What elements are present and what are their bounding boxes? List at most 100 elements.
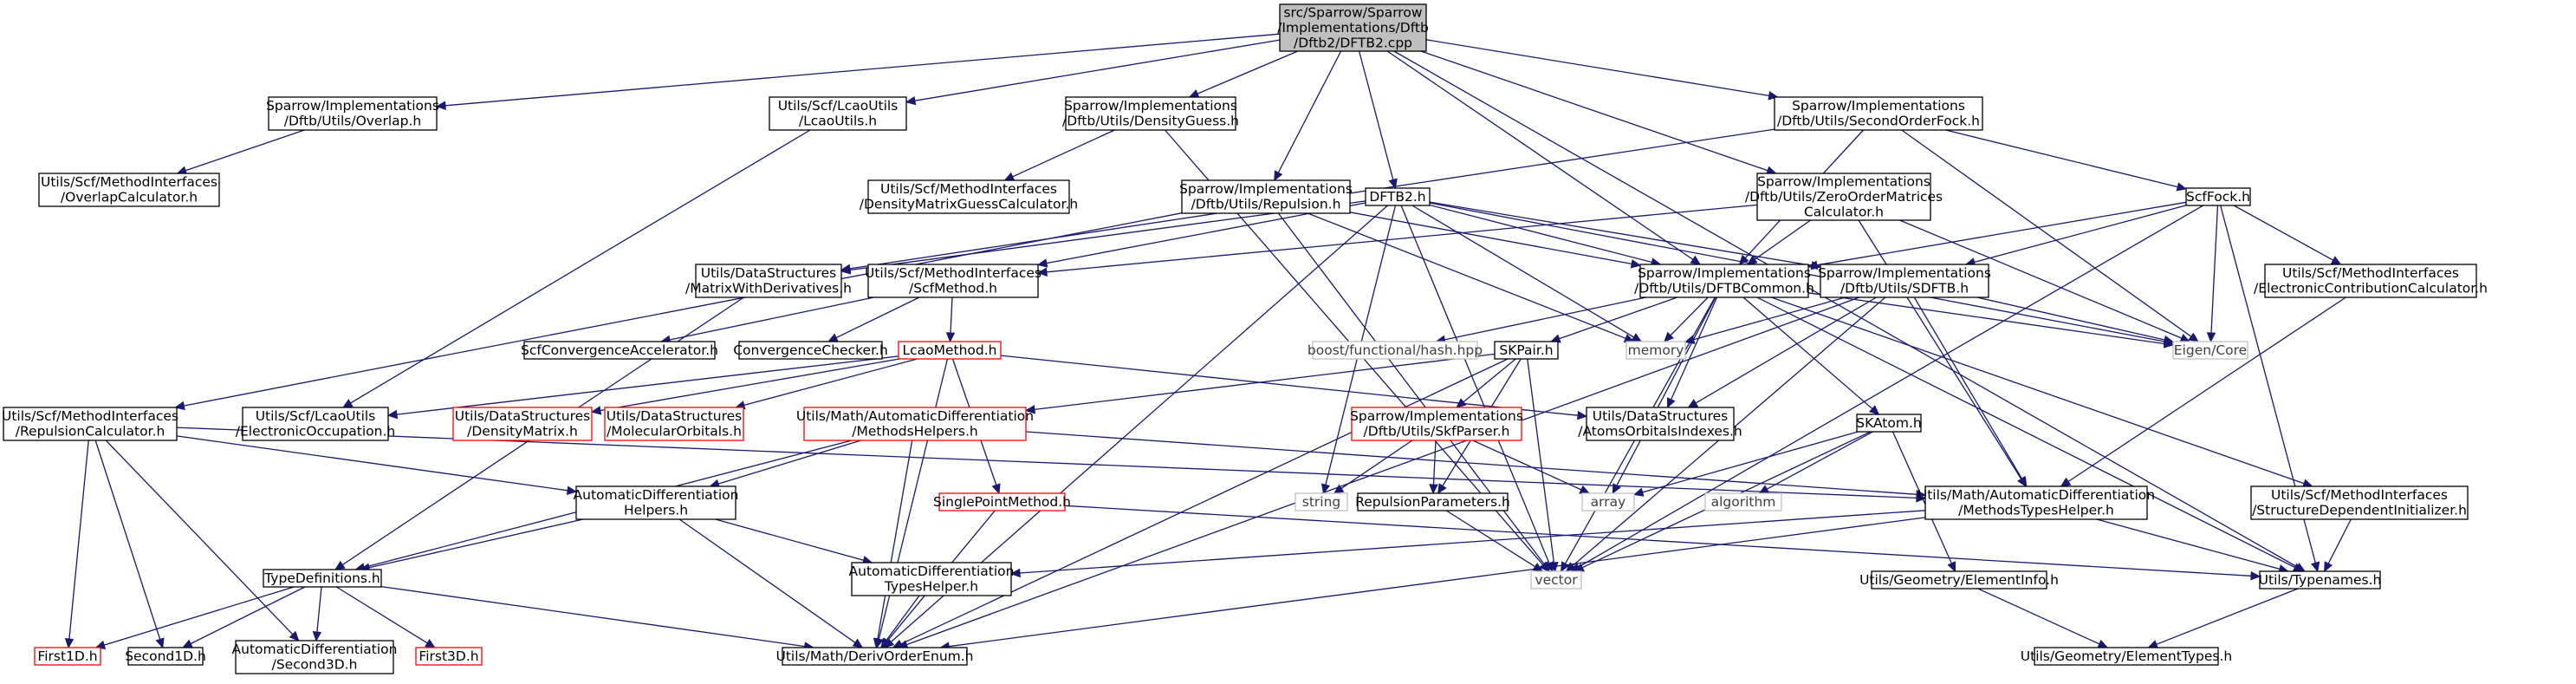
node-label-line: ConvergenceChecker.h xyxy=(733,342,888,358)
edge-line xyxy=(396,355,899,415)
node-molecularorbitals[interactable]: Utils/DataStructures/MolecularOrbitals.h xyxy=(604,407,744,441)
edge-line xyxy=(877,440,913,640)
edge-arrowhead xyxy=(2147,640,2159,649)
node-typenames[interactable]: Utils/Typenames.h xyxy=(2259,570,2382,590)
node-structuredep[interactable]: Utils/Scf/MethodInterfaces/StructureDepe… xyxy=(2250,485,2469,520)
node-box xyxy=(34,647,101,666)
node-skfparser[interactable]: Sparrow/Implementations/Dftb/Utils/SkfPa… xyxy=(1350,407,1523,441)
node-elementtypes[interactable]: Utils/Geometry/ElementTypes.h xyxy=(2021,647,2232,666)
node-electroncontrib[interactable]: Utils/Scf/MethodInterfaces/ElectronicCon… xyxy=(2254,264,2488,298)
edge-line xyxy=(185,129,305,172)
node-label-line: SinglePointMethod.h xyxy=(933,494,1071,510)
edge-line xyxy=(1064,505,2252,577)
node-methodstypeshelper[interactable]: Utils/Math/AutomaticDifferentiation/Meth… xyxy=(1917,485,2155,520)
node-repulsion[interactable]: Sparrow/Implementations/Dftb/Utils/Repul… xyxy=(1179,179,1353,214)
edge-line xyxy=(105,440,294,635)
node-box xyxy=(2185,187,2251,206)
node-memory: memory xyxy=(1625,341,1686,360)
node-label-line: Utils/Math/DerivOrderEnum.h xyxy=(776,648,974,664)
edge-line xyxy=(1976,296,2165,341)
edge-arrowhead xyxy=(1869,405,1880,415)
edge-line xyxy=(1358,50,1394,180)
node-box xyxy=(1065,96,1236,131)
node-label-line: SKPair.h xyxy=(1499,342,1553,358)
node-second3d[interactable]: AutomaticDifferentiation/Second3D.h xyxy=(232,640,398,674)
edge-root-to-secondorderfock xyxy=(1425,39,1779,101)
node-scfconvacc[interactable]: ScfConvergenceAccelerator.h xyxy=(521,341,718,360)
node-box xyxy=(127,647,204,666)
edge-line xyxy=(1671,296,1718,401)
node-box xyxy=(851,562,1012,596)
node-derivorder[interactable]: Utils/Math/DerivOrderEnum.h xyxy=(776,647,974,666)
node-repulsionparams[interactable]: RepulsionParameters.h xyxy=(1355,492,1510,511)
node-overlap[interactable]: Sparrow/Implementations/Dftb/Utils/Overl… xyxy=(266,96,439,131)
edge-line xyxy=(1754,219,1811,260)
node-atomsorbitals[interactable]: Utils/DataStructures/AtomsOrbitalsIndexe… xyxy=(1578,407,1742,441)
node-label-line: First1D.h xyxy=(37,648,97,664)
node-root[interactable]: src/Sparrow/Sparrow/Implementations/Dftb… xyxy=(1277,3,1429,52)
edge-arrowhead xyxy=(1807,260,1819,270)
node-label-line: array xyxy=(1591,494,1626,510)
edge-line xyxy=(1445,510,1536,568)
node-label-line: /Second3D.h xyxy=(272,657,358,673)
edge-repulsioncalc-to-second3d xyxy=(105,440,300,642)
node-methodshelpers[interactable]: Utils/Math/AutomaticDifferentiation/Meth… xyxy=(796,407,1034,441)
edge-arrowhead xyxy=(2060,477,2072,487)
node-string: string xyxy=(1294,492,1348,511)
edge-scfmethod-to-scfconvacc xyxy=(659,296,874,345)
node-densitymatrix[interactable]: Utils/DataStructures/DensityMatrix.h xyxy=(452,407,593,441)
edge-root-to-lcaoutils_scf xyxy=(905,39,1281,106)
node-convchecker[interactable]: ConvergenceChecker.h xyxy=(733,341,888,360)
node-lcaoutils_scf[interactable]: Utils/Scf/LcaoUtils/LcaoUtils.h xyxy=(769,96,907,131)
node-zeroorder[interactable]: Sparrow/Implementations/Dftb/Utils/ZeroO… xyxy=(1745,173,1943,221)
edge-arrowhead xyxy=(2324,561,2333,573)
node-scffock[interactable]: ScfFock.h xyxy=(2185,187,2251,206)
node-singlepoint[interactable]: SinglePointMethod.h xyxy=(933,492,1071,511)
node-lcaomethod[interactable]: LcaoMethod.h xyxy=(898,341,1002,360)
edge-line xyxy=(717,440,861,485)
node-lcaoutils_occ[interactable]: Utils/Scf/LcaoUtils/ElectronicOccupation… xyxy=(236,407,395,441)
edge-line xyxy=(1891,431,1952,564)
node-second1d[interactable]: Second1D.h xyxy=(125,647,206,666)
edge-arrowhead xyxy=(1746,255,1758,265)
node-matrixwithderiv[interactable]: Utils/DataStructures/MatrixWithDerivativ… xyxy=(685,264,852,298)
edge-line xyxy=(678,518,856,643)
node-sdftb[interactable]: Sparrow/Implementations/Dftb/Utils/SDFTB… xyxy=(1818,264,1991,298)
node-densitymatrixguess[interactable]: Utils/Scf/MethodInterfaces/DensityMatrix… xyxy=(860,179,1079,214)
node-label-line: Sparrow/Implementations xyxy=(1638,265,1811,281)
edge-dftbcommon-to-atomsorbitals xyxy=(1667,296,1718,409)
node-repulsioncalc[interactable]: Utils/Scf/MethodInterfaces/RepulsionCalc… xyxy=(2,407,178,441)
node-elementinfo[interactable]: Utils/Geometry/ElementInfo.h xyxy=(1859,570,2059,590)
edge-line xyxy=(380,585,805,648)
node-overlapcalc[interactable]: Utils/Scf/MethodInterfaces/OverlapCalcul… xyxy=(38,173,220,207)
node-scfmethod[interactable]: Utils/Scf/MethodInterfaces/ScfMethod.h xyxy=(865,264,1041,298)
edge-repulsion-to-vector xyxy=(1277,212,1551,572)
edge-arrowhead xyxy=(892,639,904,648)
edge-lcaomethod-to-molecularorbitals xyxy=(734,358,918,410)
node-first1d[interactable]: First1D.h xyxy=(34,647,101,666)
node-box xyxy=(1639,264,1809,298)
node-secondorderfock[interactable]: Sparrow/Implementations/Dftb/Utils/Secon… xyxy=(1774,96,1983,131)
node-box xyxy=(938,492,1066,511)
node-label-line: Utils/Scf/MethodInterfaces xyxy=(2282,265,2459,281)
edge-line xyxy=(1527,358,1555,563)
node-densityguess[interactable]: Sparrow/Implementations/Dftb/Utils/Densi… xyxy=(1062,96,1239,131)
node-skpair[interactable]: SKPair.h xyxy=(1494,341,1559,360)
node-label-line: Utils/Scf/MethodInterfaces xyxy=(2,408,178,424)
node-first3d[interactable]: First3D.h xyxy=(415,647,483,666)
edge-typedefinitions-to-second1d xyxy=(182,586,306,648)
edge-sdftb-to-memory xyxy=(1684,296,1846,344)
edge-arrowhead xyxy=(386,409,399,420)
edge-line xyxy=(1034,353,1496,411)
node-label-line: Sparrow/Implementations xyxy=(1064,98,1237,114)
node-skatom[interactable]: SKAtom.h xyxy=(1856,414,1922,433)
edge-arrowhead xyxy=(64,638,75,649)
edge-line xyxy=(1816,201,2187,266)
node-dftb2h[interactable]: DFTB2.h xyxy=(1365,187,1431,206)
node-typedefinitions[interactable]: TypeDefinitions.h xyxy=(263,569,382,588)
edge-line xyxy=(68,440,89,640)
node-dftbcommon[interactable]: Sparrow/Implementations/Dftb/Utils/DFTBC… xyxy=(1634,264,1814,298)
